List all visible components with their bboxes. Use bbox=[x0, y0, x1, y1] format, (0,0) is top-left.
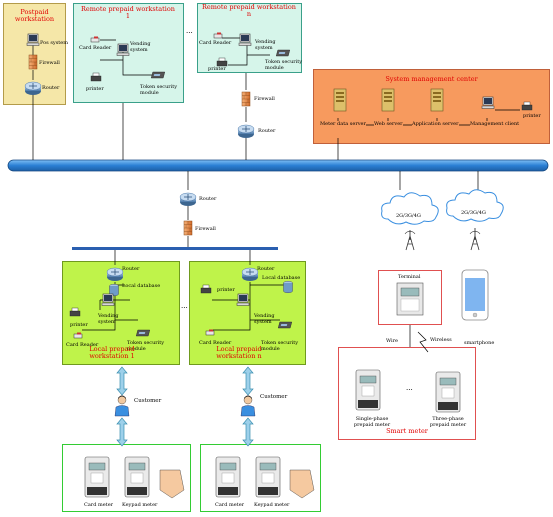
remoten-title: Remote prepaid workstation n bbox=[202, 3, 296, 18]
smc-web-server-label: Web server bbox=[374, 121, 403, 127]
remote1-printer-label: printer bbox=[86, 86, 104, 92]
cloud-1-label: 2G/3G/4G bbox=[396, 213, 421, 219]
remoten-card-reader-label: Card Reader bbox=[199, 40, 232, 46]
meters1-card-meter-label: Card meter bbox=[84, 502, 114, 508]
local1-database-label: Local database bbox=[122, 283, 161, 289]
smc-management-client-label: Management client bbox=[470, 121, 520, 127]
customer-label-n: Customer bbox=[260, 394, 288, 400]
smc-title: System management center bbox=[385, 75, 478, 83]
remote1-vending-label: Vending system bbox=[130, 41, 151, 53]
backbone-router-label: Router bbox=[199, 196, 217, 202]
metersn-card-meter-label: Card meter bbox=[215, 502, 245, 508]
smc-printer-label: printer bbox=[523, 113, 541, 119]
localn-card-reader-label: Card Reader bbox=[199, 340, 232, 346]
remote-router-label: Router bbox=[258, 128, 276, 134]
postpaid-firewall-label: Firewall bbox=[39, 60, 60, 66]
smart-meter-title: Smart meter bbox=[386, 427, 428, 435]
local1-vending-label: Vending system bbox=[98, 313, 119, 325]
remote1-token-label: Token security module bbox=[140, 84, 178, 96]
localn-title-line1: Local prepaid bbox=[216, 345, 262, 353]
postpaid-title-line1: Postpaid bbox=[20, 8, 49, 16]
remoten-vending-label: Vending system bbox=[255, 39, 276, 51]
smart-meter-single-label: Single-phase prepaid meter bbox=[353, 416, 391, 428]
customer-label-1: Customer bbox=[134, 398, 162, 404]
postpaid-pos-label: Pos system bbox=[40, 40, 68, 46]
local1-printer-label: printer bbox=[70, 322, 88, 328]
localn-printer-label: printer bbox=[217, 287, 235, 293]
local-ellipsis: ... bbox=[181, 302, 188, 310]
local1-title: Local prepaid workstation 1 bbox=[62, 346, 162, 360]
smc-meter-data-server-label: Meter data server bbox=[320, 121, 366, 127]
local1-card-reader-label: Card Reader bbox=[66, 342, 99, 348]
terminal-label: Terminal bbox=[398, 274, 421, 280]
local1-title-line2: workstation 1 bbox=[89, 352, 135, 360]
remote-ellipsis: ... bbox=[186, 27, 193, 35]
cloud-2-label: 2G/3G/4G bbox=[461, 210, 486, 216]
localn-title: Local prepaid workstation n bbox=[189, 346, 289, 360]
localn-token-label: Token security module bbox=[261, 340, 299, 352]
localn-title-line2: workstation n bbox=[216, 352, 262, 360]
backbone-firewall-label: Firewall bbox=[195, 226, 216, 232]
local-workstation-1-box bbox=[62, 261, 180, 365]
remote1-title: Remote prepaid workstation 1 bbox=[81, 5, 175, 20]
postpaid-title: Postpaid workstation bbox=[3, 9, 66, 23]
meters1-keypad-meter-label: Keypad meter bbox=[122, 502, 158, 508]
remoten-printer-label: printer bbox=[208, 66, 226, 72]
remoten-token-label: Token security module bbox=[265, 59, 303, 71]
main-network-bus bbox=[7, 159, 549, 172]
localn-router-label: Router bbox=[257, 266, 275, 272]
remote1-card-reader-label: Card Reader bbox=[79, 45, 112, 51]
postpaid-title-line2: workstation bbox=[14, 15, 55, 23]
wire-label: Wire bbox=[386, 338, 398, 344]
postpaid-router-label: Router bbox=[42, 85, 60, 91]
wireless-label: Wireless bbox=[430, 337, 452, 343]
local1-title-line1: Local prepaid bbox=[89, 345, 135, 353]
smc-application-server-label: Application server bbox=[412, 121, 459, 127]
smartphone-label: smartphone bbox=[464, 340, 495, 346]
remote-firewall-label: Firewall bbox=[254, 96, 275, 102]
smart-meter-ellipsis: ... bbox=[406, 384, 413, 392]
local-network-bus bbox=[72, 247, 278, 250]
localn-vending-label: Vending system bbox=[254, 313, 275, 325]
local1-router-label: Router bbox=[122, 266, 140, 272]
localn-database-label: Local database bbox=[262, 275, 301, 281]
metersn-keypad-meter-label: Keypad meter bbox=[254, 502, 290, 508]
smart-meter-three-label: Three-phase prepaid meter bbox=[429, 416, 467, 428]
local1-token-label: Token security module bbox=[127, 340, 165, 352]
